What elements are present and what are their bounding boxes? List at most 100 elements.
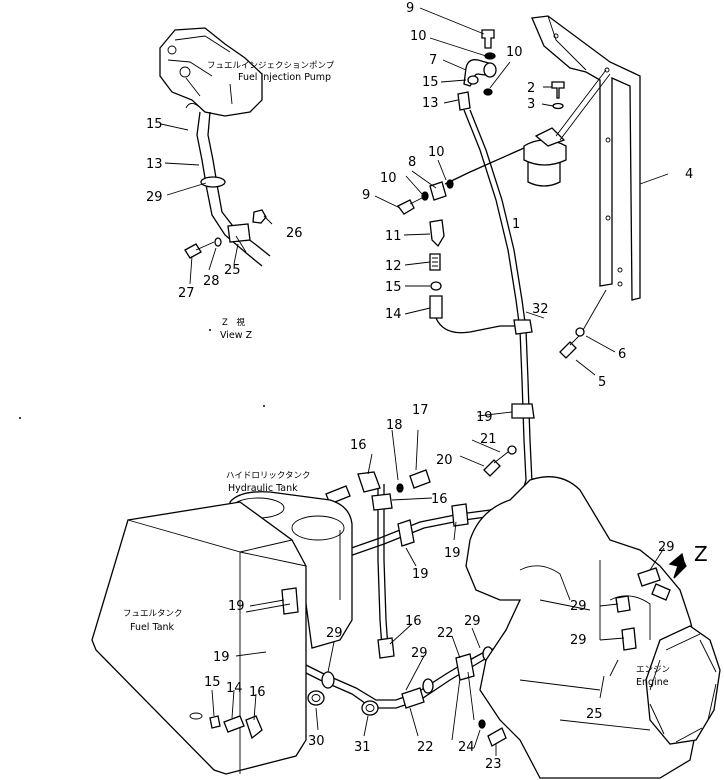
callout-22: 22: [437, 626, 454, 641]
engine-block: [465, 476, 701, 779]
washer-15-tank: [209, 715, 221, 729]
fitting-16-lower: [377, 637, 395, 659]
line-16-vertical: [377, 484, 383, 649]
label-fuel-tank-en: Fuel Tank: [130, 622, 175, 633]
washer-10-top: [484, 52, 496, 60]
view-z-inset: フュエルインジェクションポンプ Fuel Injection Pump Z 視 …: [146, 27, 335, 341]
fitting-16-tank: [245, 715, 263, 740]
washer-28: [214, 237, 222, 247]
callout-25: 25: [586, 707, 603, 722]
washer-15-mid: [430, 281, 442, 291]
callout-31: 31: [354, 740, 371, 755]
fuel-injection-pump: [159, 27, 263, 117]
washer-10-right: [483, 88, 493, 96]
bracket-filter-assembly: 2 3 4 1 5 6: [512, 15, 693, 390]
bolt-27: [184, 243, 202, 259]
callout-29: 29: [464, 614, 481, 629]
callout-15: 15: [422, 75, 439, 90]
callout-10: 10: [410, 29, 427, 44]
callout-15: 15: [204, 675, 221, 690]
callout-19: 19: [412, 567, 429, 582]
callout-10: 10: [506, 45, 523, 60]
callout-16: 16: [431, 492, 448, 507]
label-engine-en: Engine: [636, 677, 669, 688]
clamp-29-lower-left: [321, 671, 335, 689]
callout-19: 19: [213, 650, 230, 665]
nut-26: [252, 209, 267, 224]
bolt-17: [409, 469, 431, 489]
engine: エンジン Engine Z 29 29 29 25: [465, 476, 721, 779]
fuel-hose-view-z: [196, 111, 263, 267]
clamp-19-tank: [281, 587, 299, 615]
bolt-9-top: [481, 29, 495, 49]
callout-11: 11: [385, 229, 402, 244]
bolt-23: [487, 727, 507, 747]
callout-29: 29: [570, 633, 587, 648]
clamp-19-mid: [397, 519, 415, 547]
callout-26: 26: [286, 226, 303, 241]
washer-6: [575, 327, 585, 337]
callout-9: 9: [406, 1, 414, 16]
clamp-19-right: [511, 403, 535, 419]
callout-2: 2: [527, 81, 535, 96]
callout-10: 10: [380, 171, 397, 186]
label-z-marker: Z: [694, 542, 708, 566]
callout-6: 6: [618, 347, 626, 362]
clamp-32: [513, 319, 533, 335]
label-hydraulic-tank-jp: ハイドロリックタンク: [226, 471, 311, 481]
grommet-31: [361, 700, 379, 716]
washer-18: [396, 483, 404, 493]
callout-14: 14: [226, 681, 243, 696]
fuel-filter-1: [523, 69, 611, 187]
callout-32: 32: [532, 302, 549, 317]
bolt-9-mid: [397, 199, 415, 215]
callout-29: 29: [658, 540, 675, 555]
fuel-tank: [91, 501, 307, 775]
label-fuel-injection-pump-jp: フュエルインジェクションポンプ: [207, 61, 335, 71]
callout-30: 30: [308, 734, 325, 749]
washer-21: [507, 445, 517, 455]
callout-19: 19: [228, 599, 245, 614]
hose-filter-to-14: [444, 147, 525, 185]
callout-23: 23: [485, 757, 502, 772]
washer-24: [478, 719, 486, 729]
callout-14: 14: [385, 307, 402, 322]
callout-21: 21: [480, 432, 497, 447]
label-fuel-tank-jp: フュエルタンク: [123, 609, 183, 619]
callout-25: 25: [224, 263, 241, 278]
view-z-arrow: [668, 552, 687, 579]
clamp-29-view-z: [200, 176, 226, 188]
callout-22: 22: [417, 740, 434, 755]
hose-end-14: [429, 295, 443, 319]
label-view-z-en: View Z: [220, 330, 253, 341]
callout-24: 24: [458, 740, 475, 755]
washer-15-top: [467, 75, 479, 85]
fitting-11: [429, 219, 445, 248]
callout-15: 15: [385, 280, 402, 295]
callout-20: 20: [436, 453, 453, 468]
washer-10-mid-left: [421, 191, 429, 201]
callout-18: 18: [386, 418, 403, 433]
callout-8: 8: [408, 155, 416, 170]
grommet-30: [307, 690, 325, 706]
callout-29: 29: [146, 190, 163, 205]
label-view-z-jp: Z 視: [222, 317, 245, 328]
callout-10: 10: [428, 145, 445, 160]
callout-19: 19: [444, 546, 461, 561]
label-fuel-injection-pump-en: Fuel Injection Pump: [238, 72, 331, 83]
label-hydraulic-tank-en: Hydraulic Tank: [228, 483, 298, 494]
callout-9: 9: [362, 188, 370, 203]
callout-1: 1: [512, 217, 520, 232]
fitting-16-upper: [357, 471, 381, 493]
bolt-20: [483, 459, 501, 477]
tanks: ハイドロリックタンク Hydraulic Tank フュエルタンク Fuel T…: [91, 471, 353, 775]
clamp-19-upper: [451, 503, 469, 527]
callout-16: 16: [249, 685, 266, 700]
callout-28: 28: [203, 274, 220, 289]
clamp-22-upper: [455, 653, 475, 681]
hose-end-14-tank: [223, 715, 245, 733]
bolt-5: [559, 341, 577, 359]
clamp-29-lower-mid: [422, 678, 434, 694]
callout-15: 15: [146, 117, 163, 132]
